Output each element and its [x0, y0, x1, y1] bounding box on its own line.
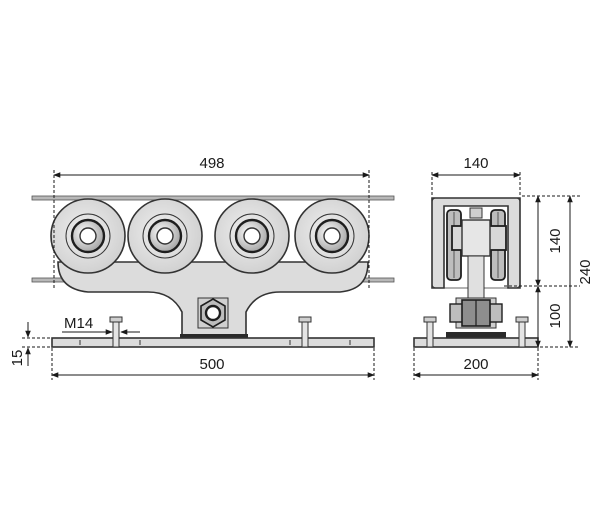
upper-rail [31, 195, 395, 201]
label-body-height: 140 [547, 228, 564, 253]
dimension-total-height: 240 [567, 195, 594, 348]
bracket-foot [180, 334, 248, 340]
front-stem [467, 255, 485, 299]
wheel-3 [214, 198, 290, 274]
dimension-bracket-height: 100 [535, 285, 580, 348]
wheel-2 [127, 198, 203, 274]
dimension-bolt-size: M14 [62, 315, 140, 335]
dimension-rail-length: 498 [53, 155, 370, 290]
label-base-width: 200 [463, 356, 488, 373]
front-view: 140 140 100 240 200 [413, 155, 594, 380]
dimension-base-width: 200 [413, 348, 539, 380]
dimension-body-height: 140 [504, 195, 580, 287]
label-plate-length: 500 [199, 356, 224, 373]
front-anchor-bolt-left [423, 316, 437, 348]
side-view: 498 500 M14 15 [9, 155, 395, 380]
label-plate-thickness: 15 [9, 350, 26, 367]
label-top-width: 140 [463, 155, 488, 172]
anchor-bolt-left [109, 316, 123, 348]
front-anchor-bolt-right [515, 316, 529, 348]
wheel-4 [294, 198, 370, 274]
dimension-plate-thickness: 15 [9, 322, 52, 366]
center-bolt [197, 297, 229, 329]
dimension-top-width: 140 [431, 155, 521, 196]
front-nut-assembly [449, 297, 503, 329]
front-bracket-foot [446, 332, 506, 338]
base-plate [51, 337, 375, 348]
dimension-plate-length: 500 [51, 348, 375, 380]
label-total-height: 240 [577, 259, 594, 284]
wheel-1 [50, 198, 126, 274]
anchor-bolt-right [298, 316, 312, 348]
label-bolt-size: M14 [64, 315, 93, 332]
label-bracket-height: 100 [547, 303, 564, 328]
label-rail-length: 498 [199, 155, 224, 172]
